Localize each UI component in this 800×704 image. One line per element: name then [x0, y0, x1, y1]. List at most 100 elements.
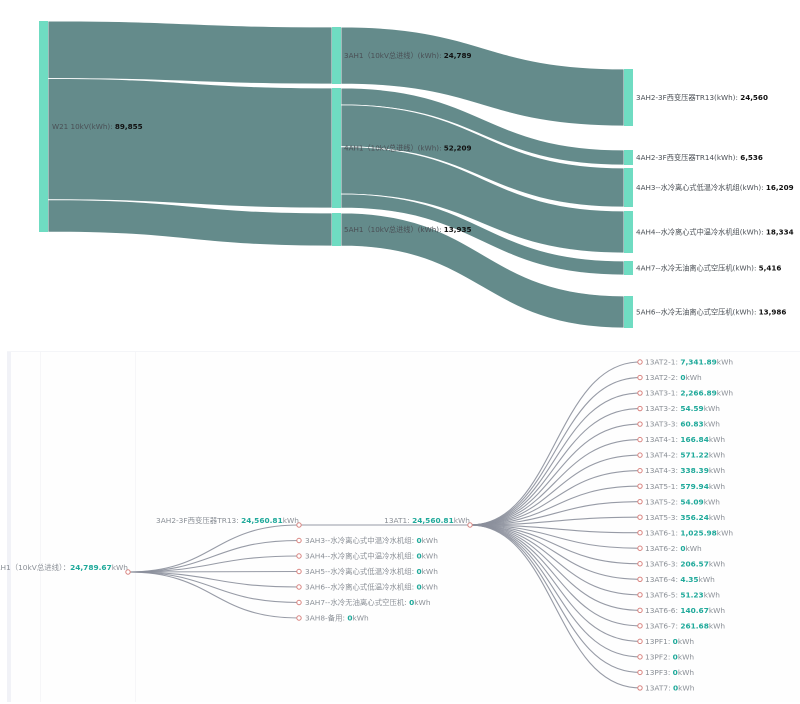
- tree-leaf-node[interactable]: [637, 654, 643, 660]
- tree-link-level2-leaf: [469, 524, 641, 565]
- tree-link-level2-leaf: [469, 423, 641, 526]
- tree-leaf-node[interactable]: [637, 452, 643, 458]
- tree-node-value: 4.35: [680, 575, 698, 584]
- tree-link-level2-leaf: [469, 376, 641, 526]
- tree-level2-node[interactable]: [467, 522, 473, 528]
- tree-root-node[interactable]: [125, 569, 131, 575]
- tree-leaf-node[interactable]: [637, 669, 643, 676]
- tree-link-level2-leaf: [469, 408, 641, 526]
- tree-node-name: 13AT1:: [384, 516, 412, 525]
- sankey-node-name: 5AH6--水冷无油离心式空压机(kWh):: [636, 308, 759, 317]
- tree-link-root-level1: [127, 555, 300, 573]
- tree-node-name: 13PF2:: [645, 652, 673, 661]
- tree-link-level2-leaf: [469, 470, 641, 526]
- tree-node-label: 13AT5-1: 579.94kWh: [645, 482, 725, 491]
- tree-link-level2-leaf: [469, 524, 641, 534]
- tree-leaf-node[interactable]: [637, 467, 643, 474]
- tree-node-label: 13AT6-4: 4.35kWh: [645, 575, 715, 584]
- sankey-node-label: 4AH4--水冷离心式中温冷水机组(kWh): 18,334: [636, 228, 794, 237]
- tree-node-label: 13AT4-2: 571.22kWh: [645, 451, 725, 460]
- sankey-node-3AH1[interactable]: [332, 27, 341, 84]
- tree-node-name: 13AT4-3:: [645, 466, 680, 475]
- tree-node-unit: kWh: [283, 516, 300, 525]
- tree-node-label: 3AH7--水冷无油离心式空压机: 0kWh: [305, 598, 431, 607]
- sankey-node-5AH1[interactable]: [332, 213, 341, 246]
- tree-node-unit: kWh: [717, 389, 734, 398]
- tree-node-label: 13AT4-1: 166.84kWh: [645, 435, 725, 444]
- tree-level1-node[interactable]: [296, 568, 302, 575]
- sankey-node-name: 4AH4--水冷离心式中温冷水机组(kWh):: [636, 228, 766, 237]
- tree-leaf-node[interactable]: [637, 685, 643, 691]
- tree-node-value: 0: [417, 536, 422, 545]
- sankey-node-4AH4[interactable]: [624, 211, 633, 253]
- tree-link-root-level1: [127, 571, 300, 588]
- tree-leaf-node[interactable]: [637, 576, 643, 582]
- tree-node-label: 13AT6-6: 140.67kWh: [645, 606, 725, 615]
- tree-level1-node[interactable]: [296, 615, 302, 621]
- sankey-node-4AH3[interactable]: [624, 168, 633, 207]
- tree-link-level2-leaf: [469, 454, 641, 526]
- sankey-labels: W21 10kV(kWh): 89,8553AH1（10kV总进线）(kWh):…: [52, 51, 794, 317]
- sankey-node-name: 5AH1（10kV总进线）(kWh):: [344, 225, 444, 234]
- tree-level1-node[interactable]: [296, 599, 302, 606]
- tree-link-level2-leaf: [469, 392, 641, 526]
- tree-node-value: 1,025.98: [680, 528, 716, 537]
- tree-node-value: 579.94: [680, 482, 709, 491]
- tree-leaf-node[interactable]: [637, 607, 643, 614]
- sankey-node-label: W21 10kV(kWh): 89,855: [52, 122, 143, 131]
- tree-node-name: 13AT7:: [645, 684, 673, 693]
- tree-node-label: 3AH8-备用: 0kWh: [305, 614, 369, 623]
- tree-link-level2-leaf: [469, 485, 641, 526]
- sankey-node-value: 5,416: [759, 264, 782, 273]
- tree-node-label: 13PF3: 0kWh: [645, 668, 694, 677]
- tree-node-name: 13AT2-2:: [645, 373, 680, 382]
- tree-level1-node[interactable]: [296, 553, 302, 559]
- tree-leaf-node[interactable]: [637, 483, 643, 489]
- tree-node-name: 13AT4-1:: [645, 435, 680, 444]
- tree-node-value: 0: [680, 544, 685, 553]
- grid-divider: [40, 352, 41, 702]
- tree-node-value: 2,266.89: [680, 389, 716, 398]
- tree-leaf-node[interactable]: [637, 638, 643, 645]
- tree-level1-node[interactable]: [296, 537, 302, 544]
- tree-leaf-node[interactable]: [637, 436, 643, 443]
- tree-leaf-node[interactable]: [637, 498, 643, 505]
- tree-node-label: 13AT6-3: 206.57kWh: [645, 559, 725, 568]
- sankey-node-value: 18,334: [766, 228, 794, 237]
- tree-leaf-node[interactable]: [637, 514, 643, 520]
- tree-leaf-node[interactable]: [637, 421, 643, 427]
- tree-leaf-node[interactable]: [637, 405, 643, 412]
- tree-node-name: 13PF1:: [645, 637, 673, 646]
- sankey-node-value: 13,986: [759, 308, 787, 317]
- sankey-node-4AH7[interactable]: [624, 261, 633, 275]
- sankey-node-4AH1[interactable]: [332, 88, 341, 208]
- tree-node-value: 206.57: [680, 559, 709, 568]
- tree-node-name: 13AT4-2:: [645, 451, 680, 460]
- tree-node-value: 0: [409, 598, 414, 607]
- sankey-node-4AH2[interactable]: [624, 150, 633, 165]
- sankey-node-3AH2[interactable]: [624, 69, 633, 126]
- tree-leaf-node[interactable]: [637, 359, 643, 365]
- tree-node-label: 3AH2-3F西变压器TR13: 24,560.81kWh: [156, 516, 299, 525]
- sankey-node-name: 4AH3--水冷离心式低温冷水机组(kWh):: [636, 183, 766, 192]
- tree-node-unit: kWh: [422, 552, 439, 561]
- sankey-nodes: [39, 21, 633, 328]
- tree-leaf-node[interactable]: [637, 374, 643, 381]
- sankey-node-name: 3AH2-3F西变压器TR13(kWh):: [636, 93, 740, 102]
- tree-level1-node[interactable]: [296, 522, 302, 528]
- tree-leaf-node[interactable]: [637, 623, 643, 629]
- sankey-node-label: 4AH7--水冷无油离心式空压机(kWh): 5,416: [636, 264, 781, 273]
- tree-leaf-node[interactable]: [637, 530, 643, 536]
- tree-node-unit: kWh: [709, 621, 726, 630]
- tree-leaf-node[interactable]: [637, 390, 643, 396]
- tree-leaf-node[interactable]: [637, 561, 643, 567]
- tree-level1-node[interactable]: [296, 584, 302, 590]
- tree-leaf-node[interactable]: [637, 545, 643, 551]
- tree-node-label: 13AT2-1: 7,341.89kWh: [645, 358, 733, 367]
- tree-node-name: 13AT6-6:: [645, 606, 680, 615]
- tree-node-value: 356.24: [680, 513, 709, 522]
- tree-node-value: 0: [417, 552, 422, 561]
- sankey-node-5AH6[interactable]: [624, 296, 633, 328]
- sankey-node-W21[interactable]: [39, 21, 48, 232]
- tree-leaf-node[interactable]: [637, 592, 643, 598]
